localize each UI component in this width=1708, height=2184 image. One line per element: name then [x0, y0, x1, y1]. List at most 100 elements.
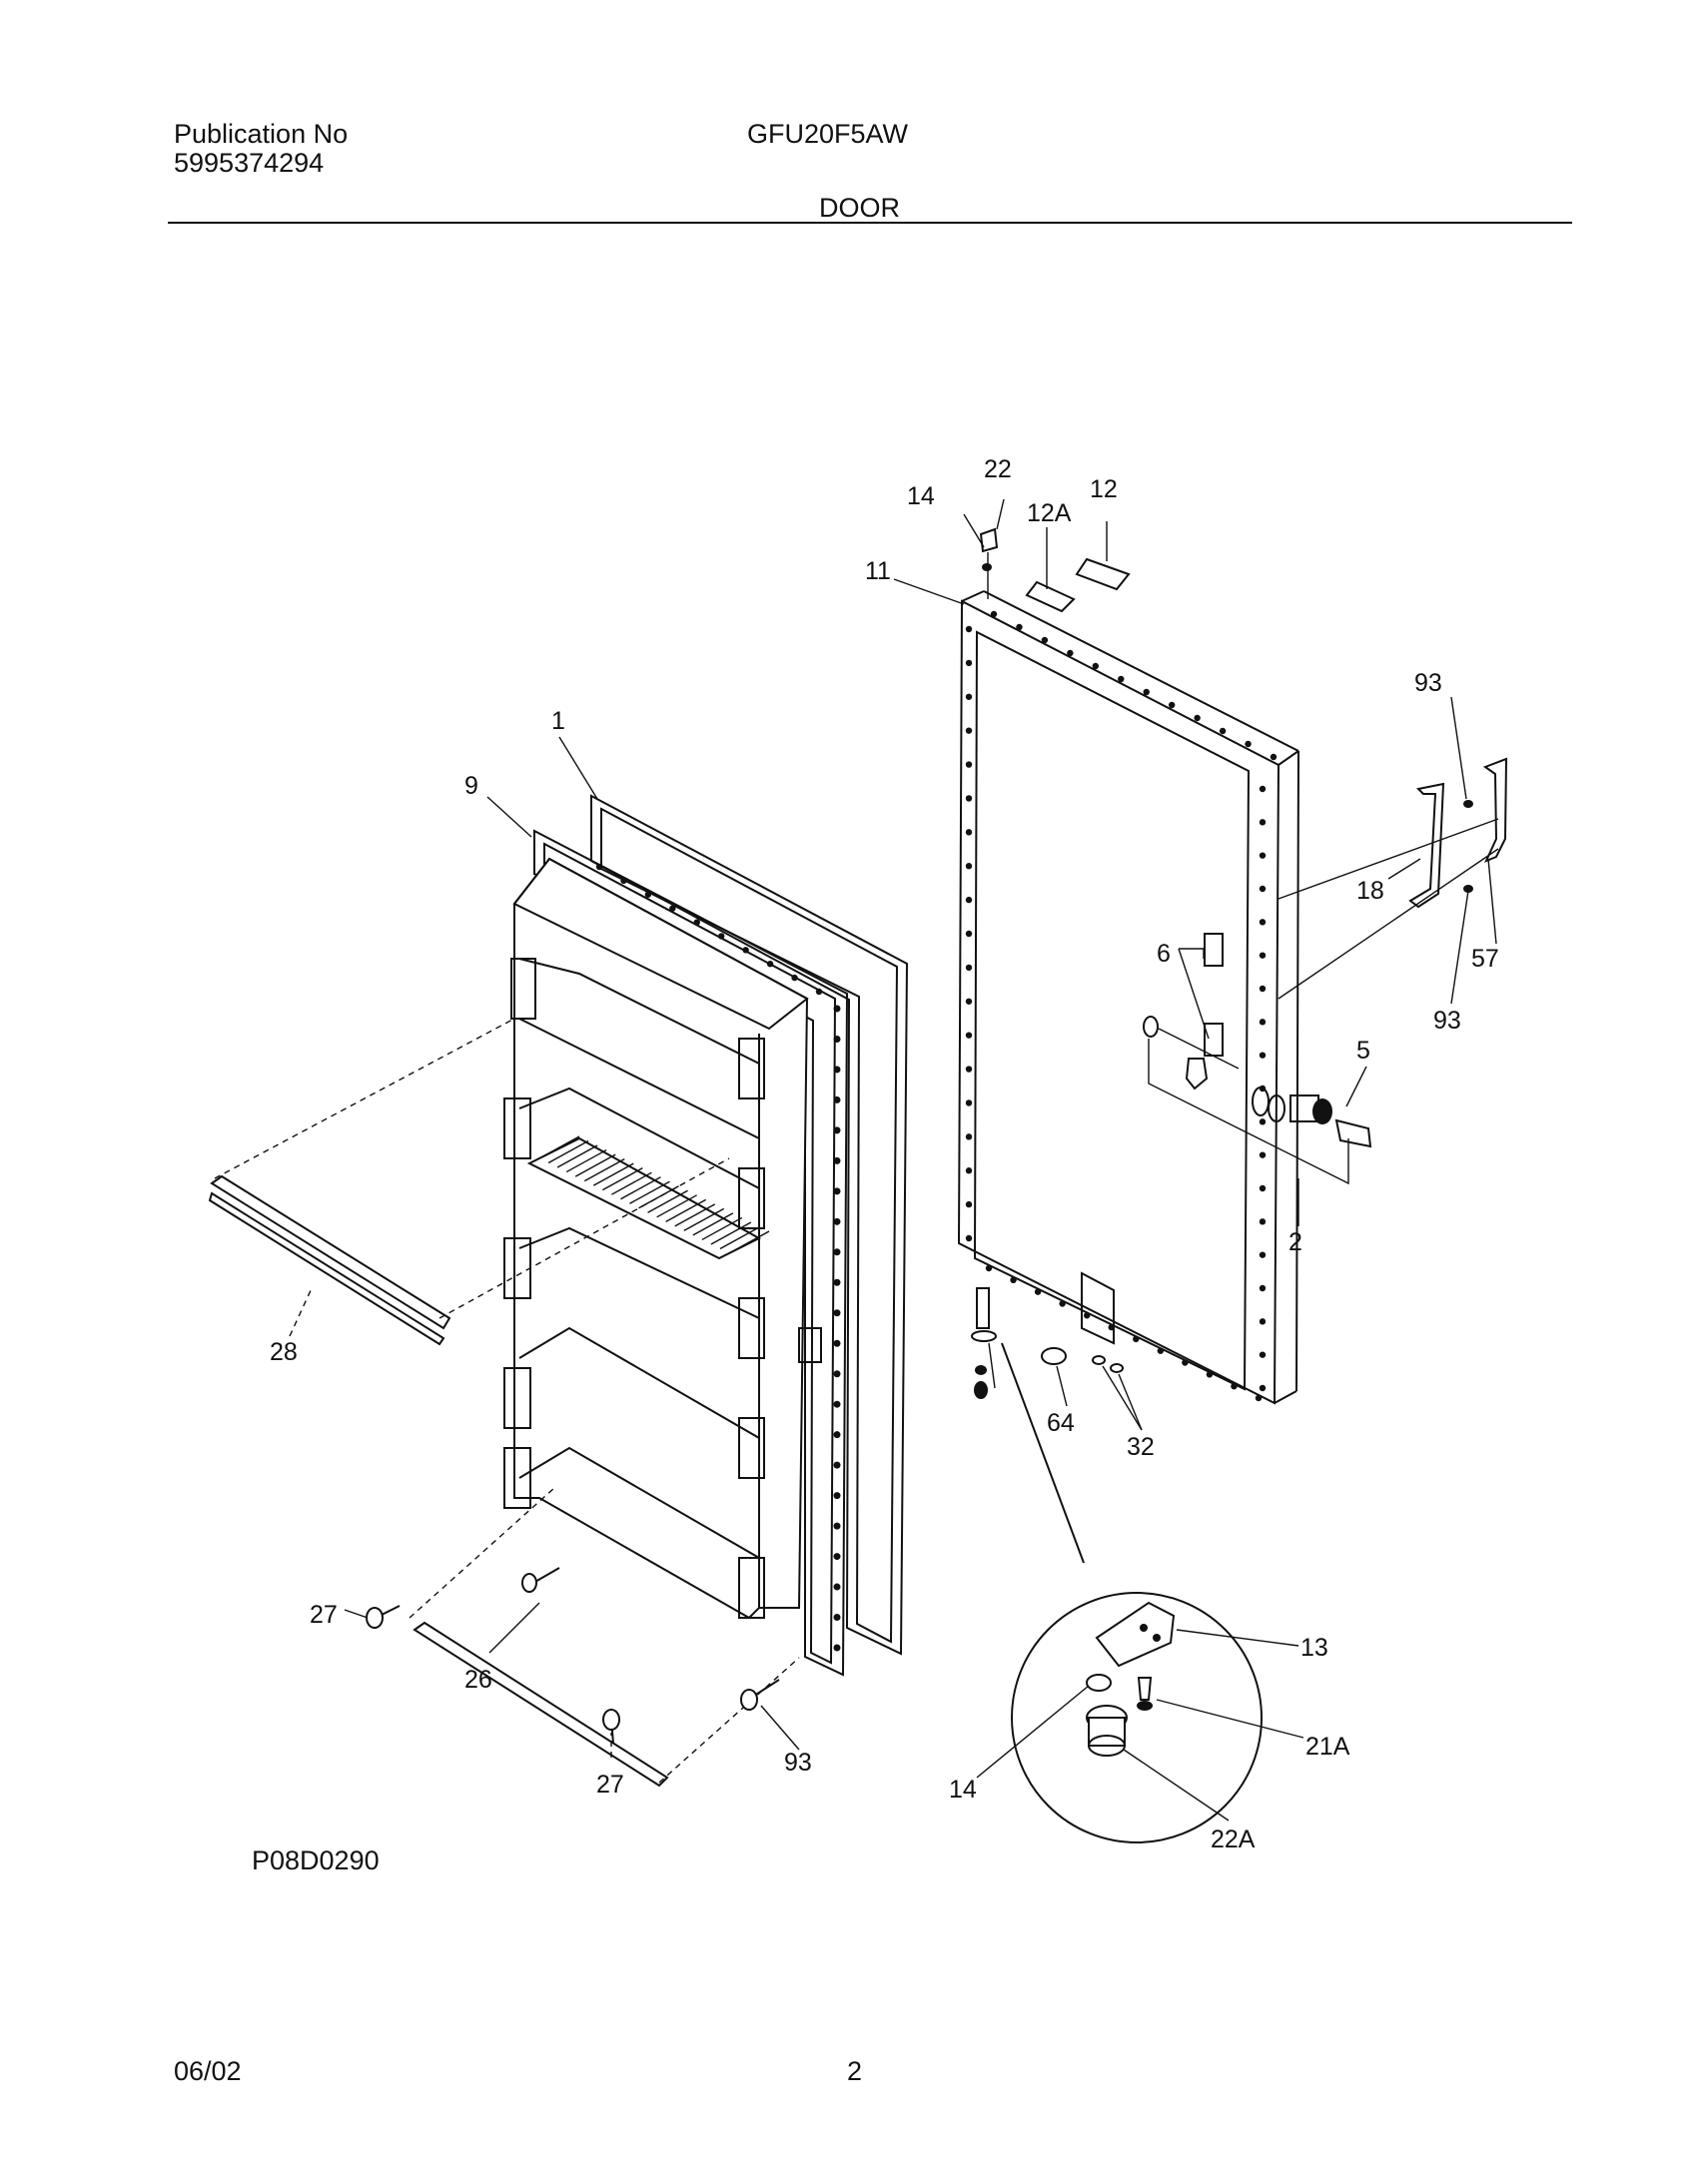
panel-rivet	[1157, 1347, 1165, 1354]
rack-wire	[620, 1176, 661, 1200]
gasket-rivet	[833, 1095, 841, 1103]
callout-57: 57	[1471, 945, 1499, 973]
panel-rivet	[965, 1099, 973, 1106]
panel-rivet	[1259, 1151, 1267, 1158]
panel-rivet	[1168, 701, 1176, 709]
screw-27-lower	[602, 1709, 620, 1745]
door-liner-assembly	[208, 794, 909, 1788]
panel-rivet	[965, 795, 973, 802]
panel-rivet	[1245, 740, 1252, 748]
panel-rivet	[1259, 952, 1267, 959]
callout-93-top: 93	[1414, 669, 1442, 697]
panel-rivet	[1259, 1284, 1267, 1292]
gasket-rivet	[833, 1522, 841, 1530]
panel-rivet	[1231, 1382, 1238, 1390]
door-panel-assembly	[957, 527, 1508, 1564]
panel-rivet	[1206, 1371, 1214, 1378]
callout-2: 2	[1288, 1228, 1302, 1256]
panel-rivet	[965, 964, 973, 972]
rack-wire	[674, 1203, 716, 1227]
callout-64: 64	[1047, 1409, 1075, 1437]
panel-rivet	[1259, 1318, 1267, 1325]
panel-rivet	[1219, 727, 1227, 735]
panel-rivet	[965, 829, 973, 836]
panel-rivet	[1259, 885, 1267, 893]
panel-rivet	[965, 1234, 973, 1242]
callout-9: 9	[464, 772, 478, 800]
publication-number: 5995374294	[174, 148, 325, 178]
rack-wire	[692, 1212, 734, 1236]
gasket-rivet	[833, 1614, 841, 1622]
callout-93-mid: 93	[1433, 1007, 1461, 1035]
callout-32: 32	[1127, 1433, 1155, 1461]
panel-rivet	[1182, 1359, 1189, 1366]
gasket-rivet	[833, 1370, 841, 1378]
callout-18: 18	[1356, 877, 1384, 905]
callout-1: 1	[551, 707, 565, 735]
gasket-rivet	[669, 905, 676, 912]
gasket-rivet	[620, 877, 627, 885]
panel-rivet	[965, 1200, 973, 1208]
rack-wire	[710, 1221, 752, 1245]
gasket-rivet	[833, 1431, 841, 1439]
gasket-rivet	[833, 1035, 841, 1043]
gasket-rivet	[833, 1553, 841, 1561]
hinge-detail-circle	[1011, 1592, 1263, 1843]
callout-21a: 21A	[1305, 1733, 1350, 1761]
gasket-rivet	[833, 1066, 841, 1074]
callout-14-top: 14	[907, 482, 935, 510]
gasket-rivet	[833, 1217, 841, 1225]
gasket-rivet	[791, 974, 798, 982]
panel-rivet	[1092, 662, 1100, 670]
panel-rivet	[1059, 1300, 1066, 1307]
rack-wire	[592, 1162, 634, 1186]
panel-rivet	[1259, 1351, 1267, 1358]
panel-rivet	[1010, 1276, 1017, 1284]
rack-wire	[538, 1135, 580, 1159]
gasket-rivet	[718, 933, 725, 940]
panel-rivet	[965, 693, 973, 700]
panel-rivet	[965, 625, 973, 633]
panel-rivet	[965, 998, 973, 1005]
gasket-rivet	[833, 1309, 841, 1317]
gasket-rivet	[815, 988, 823, 996]
gasket-rivet	[833, 1156, 841, 1164]
panel-rivet	[1255, 1394, 1263, 1402]
gasket-rivet	[833, 1644, 841, 1652]
panel-rivet	[1259, 852, 1267, 859]
panel-rivet	[1259, 1052, 1267, 1059]
gasket-rivet	[833, 1583, 841, 1591]
panel-rivet	[1259, 785, 1267, 793]
callout-22a: 22A	[1211, 1825, 1256, 1853]
callout-11: 11	[865, 557, 891, 585]
rack-wire	[583, 1158, 625, 1182]
panel-rivet	[965, 896, 973, 904]
gasket-rivet	[833, 1126, 841, 1134]
panel-rivet	[1259, 1251, 1267, 1258]
model-number: GFU20F5AW	[747, 119, 909, 149]
panel-rivet	[1118, 675, 1125, 683]
screw-liner	[521, 1567, 560, 1593]
panel-rivet	[965, 930, 973, 938]
panel-rivet	[1067, 649, 1074, 657]
panel-rivet	[965, 1066, 973, 1073]
panel-rivet	[1034, 1288, 1042, 1295]
callout-leaders	[289, 498, 1497, 1821]
panel-rivet	[1041, 636, 1049, 644]
header-rule	[168, 222, 1572, 224]
callout-27-lower: 27	[596, 1771, 624, 1799]
footer-page: 2	[847, 2056, 862, 2086]
panel-rivet	[1259, 819, 1267, 826]
panel-rivet	[1270, 753, 1278, 761]
panel-rivet	[1259, 985, 1267, 993]
gasket-rivet	[833, 1461, 841, 1469]
gasket-rivet	[833, 1248, 841, 1256]
panel-rivet	[1259, 1384, 1267, 1392]
rack-wire	[601, 1167, 643, 1191]
rack-wire	[611, 1171, 652, 1195]
gasket-rivet	[742, 947, 749, 954]
gasket-rivet	[766, 961, 774, 968]
callout-12a: 12A	[1027, 499, 1072, 527]
